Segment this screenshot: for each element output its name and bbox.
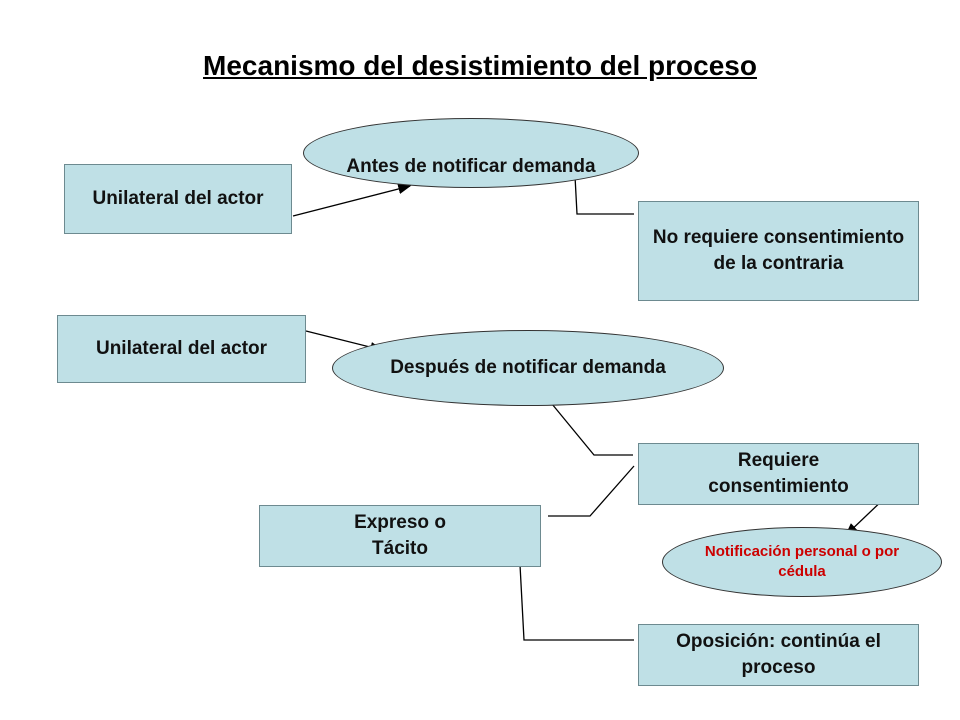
node-unilateral-1-label: Unilateral del actor bbox=[92, 188, 264, 209]
node-notificacion: Notificación personal o por cédula bbox=[662, 527, 942, 597]
node-unilateral-1: Unilateral del actor bbox=[64, 164, 292, 234]
connector-antes-to-no-requiere bbox=[574, 175, 634, 215]
node-unilateral-2: Unilateral del actor bbox=[57, 315, 306, 383]
node-notificacion-label: Notificación personal o por cédula bbox=[704, 543, 900, 580]
node-antes-notificar: Antes de notificar demanda bbox=[303, 118, 639, 188]
node-oposicion-label: Oposición: continúa el proceso bbox=[676, 631, 881, 678]
node-despues-notificar: Después de notificar demanda bbox=[332, 330, 724, 406]
connector-despues-to-requiere bbox=[551, 403, 633, 456]
node-unilateral-2-label: Unilateral del actor bbox=[95, 338, 268, 359]
node-expreso-tacito: Expreso o Tácito bbox=[259, 505, 541, 567]
node-expreso-line2: Tácito bbox=[372, 538, 428, 559]
node-no-requiere-label: No requiere consentimiento de la contrar… bbox=[652, 227, 905, 274]
node-antes-notificar-label: Antes de notificar demanda bbox=[346, 156, 596, 177]
arrow-unilateral1-to-antes bbox=[292, 183, 412, 217]
node-requiere-label: Requiere consentimiento bbox=[708, 450, 849, 497]
node-no-requiere: No requiere consentimiento de la contrar… bbox=[638, 201, 919, 301]
node-despues-notificar-label: Después de notificar demanda bbox=[390, 357, 666, 378]
node-oposicion: Oposición: continúa el proceso bbox=[638, 624, 919, 686]
page-title: Mecanismo del desistimiento del proceso bbox=[203, 50, 757, 81]
node-requiere: Requiere consentimiento bbox=[638, 443, 919, 505]
node-expreso-line1: Expreso o bbox=[354, 512, 446, 533]
connector-expreso-to-requiere bbox=[548, 465, 635, 517]
